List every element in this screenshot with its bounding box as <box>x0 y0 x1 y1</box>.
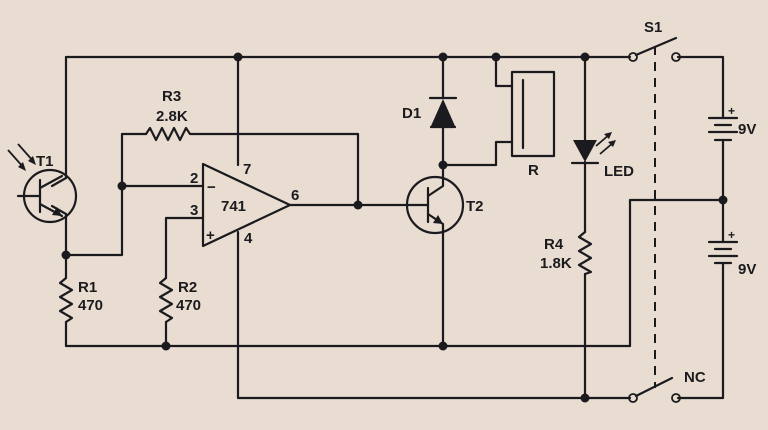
led: LED <box>570 132 634 180</box>
r2-value: 470 <box>176 297 201 314</box>
s1-label: S1 <box>644 19 662 36</box>
led-light-arrow-head <box>608 140 616 147</box>
opamp-pin-7-label: 7 <box>243 161 251 178</box>
t1-label: T1 <box>36 153 54 170</box>
nc-label: NC <box>684 369 706 386</box>
light-ray-arrow-head <box>28 156 36 165</box>
transistor-t2: T2 <box>405 175 484 235</box>
opamp-pin-6-label: 6 <box>291 187 299 204</box>
r1-zigzag <box>58 276 74 324</box>
resistor-r2: R2 470 <box>158 276 201 324</box>
r3-zigzag <box>144 126 196 142</box>
opamp-noninverting-sign: + <box>206 227 215 244</box>
relay-label: R <box>528 162 539 179</box>
junction-dot <box>438 341 448 351</box>
r4-value: 1.8K <box>540 255 572 272</box>
diode-d1: D1 <box>402 96 458 129</box>
junction-dot <box>718 195 728 205</box>
junction-dot <box>580 393 590 403</box>
battery-bottom: + 9V <box>707 228 756 286</box>
relay-coil-box <box>510 70 556 158</box>
nc-contact <box>628 393 638 403</box>
r2-zigzag <box>158 276 174 324</box>
t2-collector-wire <box>426 163 445 198</box>
r3-left-wire <box>120 132 148 188</box>
resistor-r1: R1 470 <box>58 276 103 324</box>
t1-to-inverting-node-wire <box>64 184 124 257</box>
junction-dot <box>491 52 501 62</box>
t1-emitter-wire <box>50 204 68 280</box>
s1-contact <box>671 52 681 62</box>
opamp-inverting-sign: − <box>207 179 216 196</box>
t2-body <box>405 175 465 235</box>
battery-bottom-wire <box>676 282 725 400</box>
battery-top-label: 9V <box>738 121 756 138</box>
r3-value: 2.8K <box>156 108 188 125</box>
battery-top: + 9V <box>707 104 756 142</box>
relay-top-wire <box>494 55 514 88</box>
relay-coil: R <box>510 70 556 179</box>
battery-top-polarity: + <box>728 104 735 118</box>
junction-dot <box>161 341 171 351</box>
junction-dot <box>438 160 448 170</box>
r3-label: R3 <box>162 88 181 105</box>
t2-label: T2 <box>466 198 484 215</box>
nc-contact <box>671 393 681 403</box>
d1-triangle <box>431 99 455 126</box>
opamp-pin-3-label: 3 <box>190 202 198 219</box>
r1-ground-return-wire <box>64 198 725 348</box>
r1-value: 470 <box>78 297 103 314</box>
s1-contact <box>628 52 638 62</box>
t1-emitter-arrow <box>52 207 62 216</box>
junction-dot <box>233 52 243 62</box>
noninverting-input-wire <box>164 216 205 280</box>
led-label: LED <box>604 163 634 180</box>
r4-label: R4 <box>544 236 564 253</box>
led-light-arrow-head <box>604 132 612 139</box>
t1-collector-wire <box>50 55 68 188</box>
opamp-pin-2-label: 2 <box>190 170 198 187</box>
junction-dot <box>61 250 71 260</box>
battery-bottom-label: 9V <box>738 261 756 278</box>
wires <box>50 55 725 400</box>
junctions <box>61 52 728 403</box>
opamp-pin-4-label: 4 <box>244 230 253 247</box>
r1-label: R1 <box>78 279 97 296</box>
opamp-pin4-wire <box>236 230 632 400</box>
relay-bottom-wire <box>441 140 514 167</box>
t1-collector-lead <box>38 174 64 190</box>
junction-dot <box>580 52 590 62</box>
s1-to-battery-wire <box>676 55 725 120</box>
r3-right-wire <box>192 132 360 207</box>
r4-zigzag <box>577 230 593 276</box>
r2-label: R2 <box>178 279 197 296</box>
junction-dot <box>353 200 363 210</box>
junction-dot <box>438 52 448 62</box>
light-ray-arrow-head <box>18 162 26 171</box>
d1-label: D1 <box>402 105 421 122</box>
opamp-triangle <box>201 162 292 248</box>
t2-emitter-arrow <box>433 215 443 224</box>
resistor-r4: R4 1.8K <box>540 230 593 276</box>
phototransistor-t1: T1 <box>7 143 78 224</box>
battery-bottom-polarity: + <box>728 228 735 242</box>
led-triangle <box>573 140 597 162</box>
junction-dot <box>117 181 127 191</box>
opamp-741: 741 − + 2 3 6 7 4 <box>190 161 299 248</box>
resistor-r3: R3 2.8K <box>144 88 196 142</box>
opamp-label: 741 <box>221 198 246 215</box>
